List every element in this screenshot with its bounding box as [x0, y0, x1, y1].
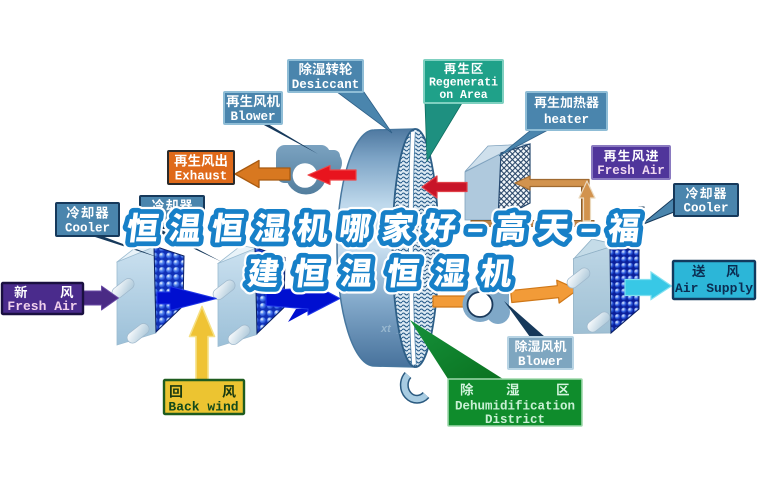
- svg-text:xt: xt: [380, 323, 392, 335]
- svg-text:Blower: Blower: [230, 110, 275, 124]
- svg-text:Regenerati: Regenerati: [429, 77, 498, 90]
- svg-text:Blower: Blower: [518, 355, 563, 369]
- svg-text:Fresh Air: Fresh Air: [597, 164, 665, 178]
- svg-text:heater: heater: [544, 113, 589, 127]
- svg-text:Air Supply: Air Supply: [675, 281, 753, 296]
- svg-text:Desiccant: Desiccant: [292, 78, 360, 92]
- svg-text:District: District: [485, 413, 545, 427]
- svg-text:Back wind: Back wind: [168, 400, 238, 415]
- svg-text:Fresh Air: Fresh Air: [7, 299, 77, 314]
- svg-text:Dehumidification: Dehumidification: [455, 400, 575, 414]
- svg-text:Cooler: Cooler: [683, 202, 728, 216]
- svg-text:Cooler: Cooler: [65, 222, 110, 236]
- svg-text:Exhaust: Exhaust: [175, 170, 228, 184]
- svg-text:on Area: on Area: [439, 89, 487, 102]
- svg-text:...: ...: [396, 327, 403, 336]
